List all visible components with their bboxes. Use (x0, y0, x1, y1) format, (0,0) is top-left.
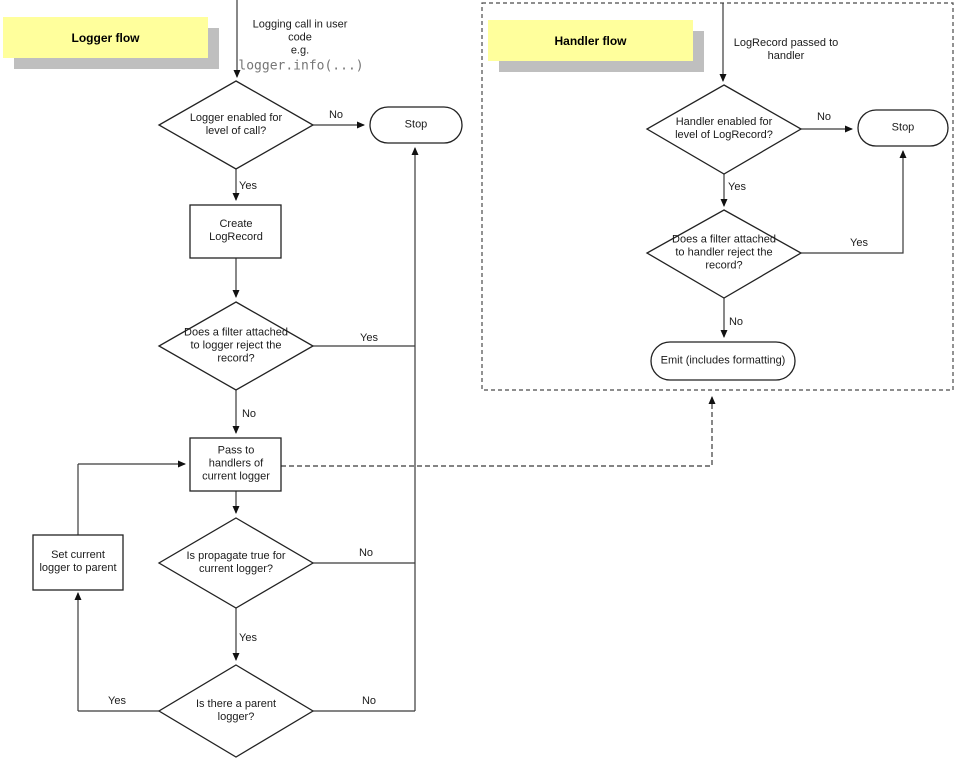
logger-level-decision-shape (157, 80, 315, 170)
logger-start-label: Logging call in user code e.g. (252, 18, 348, 57)
emit-label: Emit (includes formatting) (660, 354, 786, 367)
pass-to-handlers-shape (189, 437, 282, 492)
logger-parent-no-label: No (361, 695, 377, 707)
edge-pass-to-handler-flow-dashed (281, 396, 716, 467)
logger-filter-no-label: No (241, 408, 257, 420)
logger-propagate-no-label: No (358, 547, 374, 559)
logger-filter-yes-label: Yes (360, 332, 378, 344)
edge-hfilter-yes-to-hstop (801, 150, 907, 254)
handler-level-decision-shape (645, 84, 803, 175)
handler-filter-yes-label: Yes (850, 237, 868, 249)
logger-level-yes-label: Yes (239, 180, 257, 192)
handler-level-yes-label: Yes (728, 181, 746, 193)
handler-flow-title: Handler flow (554, 33, 627, 48)
set-parent-label: Set current logger to parent (39, 549, 117, 574)
logger-stop-shape (369, 106, 463, 144)
handler-filter-no-label: No (728, 316, 744, 328)
logger-flow-title: Logger flow (71, 30, 140, 45)
create-logrecord-label: Create LogRecord (209, 218, 263, 243)
logger-level-no-label: No (328, 109, 344, 121)
logger-flow-banner: Logger flow (3, 17, 208, 58)
handler-start-label: LogRecord passed to handler (733, 37, 839, 62)
pass-to-handlers-label: Pass to handlers of current logger (202, 444, 270, 483)
logger-stop-label: Stop (404, 118, 428, 131)
emit-shape (650, 341, 796, 381)
set-parent-shape (32, 534, 124, 591)
handler-stop-shape (857, 109, 949, 147)
propagate-decision-shape (157, 517, 315, 609)
logger-start-code: logger.info(...) (238, 58, 364, 74)
handler-filter-decision-label: Does a filter attached to handler reject… (672, 233, 776, 272)
logger-propagate-yes-label: Yes (239, 632, 257, 644)
logger-parent-yes-label: Yes (108, 695, 126, 707)
propagate-decision-label: Is propagate true for current logger? (186, 550, 286, 575)
handler-flow-banner: Handler flow (488, 20, 693, 61)
parent-decision-shape (157, 664, 315, 758)
create-logrecord-shape (189, 204, 282, 259)
handler-level-no-label: No (816, 111, 832, 123)
logger-level-decision-label: Logger enabled for level of call? (189, 112, 283, 137)
handler-filter-decision-shape (645, 209, 803, 299)
logger-filter-decision-shape (157, 301, 315, 391)
handler-level-decision-label: Handler enabled for level of LogRecord? (675, 116, 773, 141)
logger-filter-decision-label: Does a filter attached to logger reject … (184, 326, 288, 365)
handler-stop-label: Stop (891, 121, 915, 134)
handler-flow-container (481, 2, 954, 391)
parent-decision-label: Is there a parent logger? (195, 698, 277, 723)
